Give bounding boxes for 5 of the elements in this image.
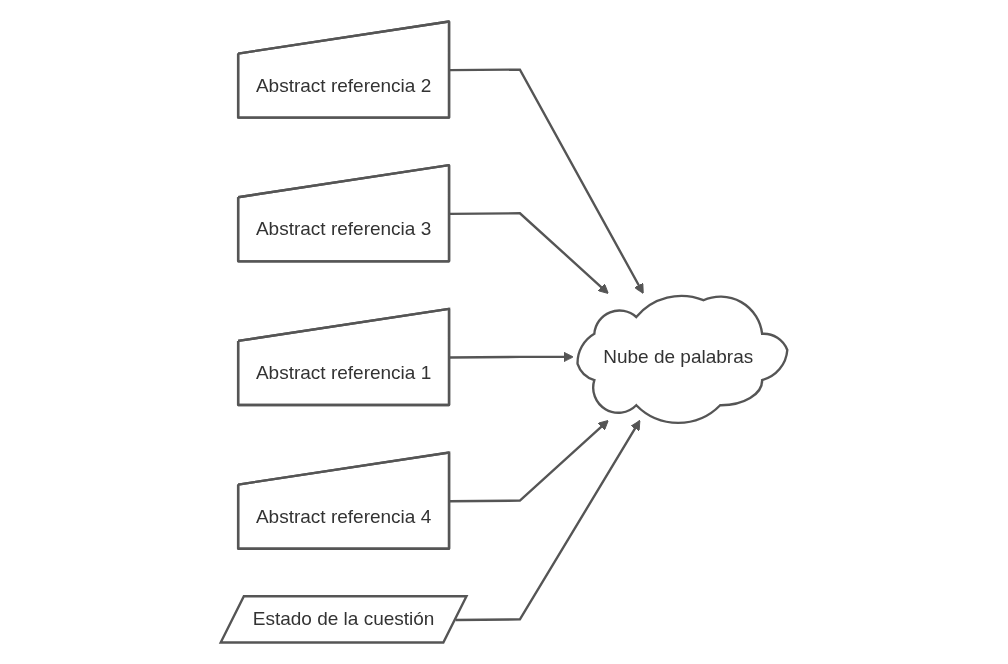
arrow xyxy=(455,419,641,622)
arrow xyxy=(449,68,644,294)
arrow xyxy=(449,212,609,294)
arrow xyxy=(449,351,574,363)
arrow xyxy=(449,419,609,503)
